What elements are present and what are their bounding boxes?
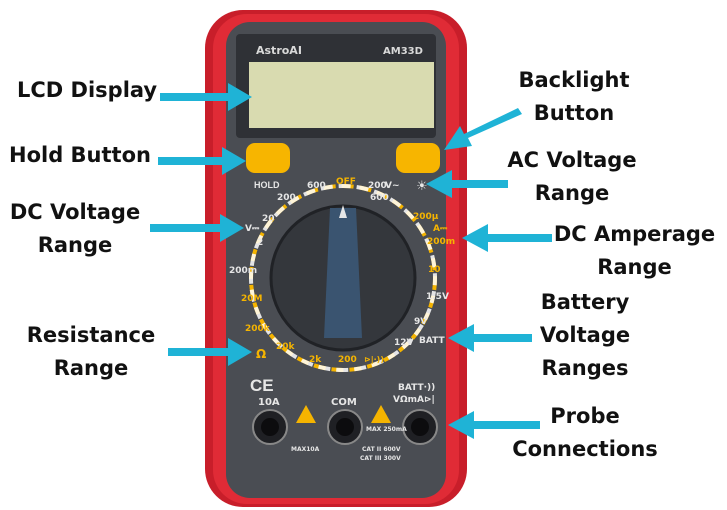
backlight-button[interactable] [396, 143, 440, 173]
hold-button[interactable] [246, 143, 290, 173]
label-probe-connections: Probe Connections [506, 400, 664, 466]
dial-batt-12v: 12V [394, 338, 414, 348]
label-res-line2: Range [53, 356, 129, 380]
jack-10a-label: 10A [258, 397, 280, 408]
max250ma-text: MAX 250mA [366, 426, 407, 433]
arrow-dc-amperage-range [462, 224, 552, 252]
dial-vac-200: 200 [368, 181, 387, 191]
label-batt-line2: Voltage [539, 323, 631, 347]
label-batt-line3: Ranges [541, 356, 629, 380]
label-dc-amperage-range: DC Amperage Range [552, 218, 717, 284]
hold-label: HOLD [254, 180, 280, 190]
dial-pointer [324, 208, 362, 338]
label-ac-voltage-range: AC Voltage Range [503, 144, 641, 210]
dial-vac-600: 600 [370, 193, 389, 203]
label-backlight-button: Backlight Button [510, 64, 638, 130]
label-hold-button: Hold Button [9, 143, 151, 167]
dial-batt-label: BATT [419, 336, 445, 346]
dial-a-200u: 200µ [413, 212, 439, 222]
dial-600-top: 600 [307, 181, 326, 191]
dial-ohm-20M: 20M [241, 294, 263, 304]
dial-ohm-20k: 20k [276, 342, 296, 352]
label-dca-line1: DC Amperage [553, 222, 716, 246]
jack-vohm-label: VΩmA⊳| [393, 395, 435, 405]
dial-vdc-2: 2 [257, 238, 263, 248]
brand-text: AstroAI [256, 44, 302, 57]
label-dc-voltage-range: DC Voltage Range [0, 196, 150, 262]
arrow-dc-voltage-range [150, 214, 244, 242]
dial-ring-white [248, 184, 437, 373]
label-dca-line2: Range [597, 255, 672, 279]
model-text: AM33D [383, 46, 423, 57]
arrow-ac-voltage-range [426, 170, 508, 198]
dial-a-10: 10 [428, 265, 441, 275]
jack-batt-label: BATT·)) [398, 383, 435, 393]
jack-10a[interactable] [252, 409, 288, 445]
label-battery-voltage-ranges: Battery Voltage Ranges [530, 286, 640, 385]
warning-icon-10a [296, 405, 316, 423]
arrow-backlight-button [444, 108, 522, 150]
cat3-text: CAT III 300V [360, 455, 401, 462]
label-backlight-line2: Button [533, 101, 615, 125]
dial-a-200m: 200m [427, 237, 455, 247]
ce-mark: CE [250, 376, 274, 395]
dial-vdc-symbol: V⎓ [245, 224, 260, 234]
backlight-symbol: ☀ [416, 178, 428, 193]
dial-ohm-200: 200 [338, 355, 357, 365]
dial-batt-1-5v: 1.5V [426, 292, 449, 302]
label-probe-line1: Probe [550, 404, 620, 428]
dial-a-symbol: A⎓ [433, 224, 448, 234]
diode-symbol: ⊳|·)) [364, 355, 384, 364]
dial-vdc-20: 20 [262, 214, 275, 224]
dial-mv-200m: 200m [229, 266, 257, 276]
arrow-probe-connections [448, 411, 540, 439]
dial-200-top: 200 [277, 193, 296, 203]
label-res-line1: Resistance [26, 323, 156, 347]
dial-pointer-tip [339, 205, 347, 218]
arrow-hold-button [158, 147, 246, 175]
label-probe-line2: Connections [512, 437, 658, 461]
dial-vac-symbol: V~ [385, 181, 400, 191]
jack-com-label: COM [331, 397, 357, 408]
arrow-battery-voltage-ranges [448, 324, 532, 352]
dial-ohm-200k: 200k [245, 324, 271, 334]
cat2-text: CAT II 600V [362, 446, 401, 453]
arrow-resistance-range [168, 338, 252, 366]
jack-v-ohm-ma[interactable] [402, 409, 438, 445]
max10a-text: MAX10A [291, 446, 320, 453]
warning-icon-ma [371, 405, 391, 423]
dial-off: OFF [336, 177, 356, 187]
ohm-symbol: Ω [256, 347, 266, 361]
label-ac-line2: Range [534, 181, 610, 205]
lcd-screen [249, 62, 434, 128]
label-backlight-line1: Backlight [518, 68, 630, 92]
label-ac-line1: AC Voltage [507, 148, 637, 172]
label-dcv-line1: DC Voltage [9, 200, 141, 224]
label-lcd-display: LCD Display [17, 78, 158, 102]
dial-ohm-2k: 2k [309, 355, 322, 365]
label-dcv-line2: Range [37, 233, 113, 257]
jack-com[interactable] [327, 409, 363, 445]
label-batt-line1: Battery [540, 290, 630, 314]
dial-batt-9v: 9V [414, 317, 427, 327]
arrow-lcd-display [160, 83, 252, 111]
label-resistance-range: Resistance Range [20, 319, 162, 385]
